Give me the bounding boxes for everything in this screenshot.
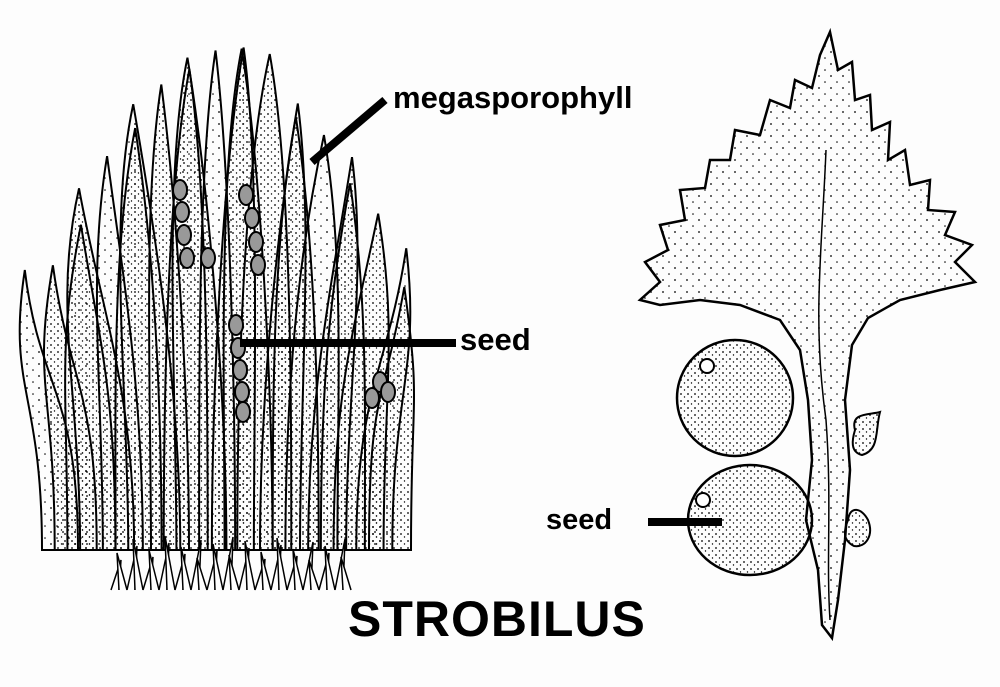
basal-scale bbox=[212, 543, 224, 591]
basal-scale bbox=[132, 538, 144, 591]
cone-seed bbox=[228, 314, 244, 336]
cone-seed bbox=[250, 254, 266, 276]
cone-seed bbox=[174, 201, 190, 223]
basal-scale bbox=[340, 556, 352, 591]
diagram-title: STROBILUS bbox=[348, 591, 646, 647]
basal-scale bbox=[244, 540, 256, 591]
leader-lines bbox=[240, 96, 722, 526]
basal-scale bbox=[276, 537, 288, 591]
basal-scale bbox=[260, 551, 272, 591]
cone-seed bbox=[238, 184, 254, 206]
seed-upper bbox=[675, 338, 795, 458]
cone-seed bbox=[234, 381, 250, 403]
seed-label-left: seed bbox=[460, 322, 531, 357]
basal-scale bbox=[196, 557, 208, 591]
cone-seed bbox=[364, 387, 380, 409]
cone-seed bbox=[176, 224, 192, 246]
basal-scale bbox=[180, 546, 192, 591]
cone-seed bbox=[200, 247, 216, 269]
megasporophyll-leader bbox=[309, 96, 388, 166]
megasporophyll-label: megasporophyll bbox=[393, 80, 633, 115]
ovule-bud bbox=[851, 410, 882, 457]
seed-label-right: seed bbox=[546, 504, 613, 536]
sporophyll-leaf bbox=[367, 286, 416, 551]
cone-seed bbox=[248, 231, 264, 253]
basal-scale bbox=[292, 548, 304, 591]
cone-seed bbox=[172, 179, 188, 201]
cone-seed bbox=[235, 401, 251, 423]
basal-scale bbox=[308, 559, 320, 591]
cone-seed bbox=[179, 247, 195, 269]
basal-scale bbox=[228, 554, 240, 591]
sporophyll-blade bbox=[637, 27, 978, 642]
basal-scale bbox=[324, 545, 336, 591]
ovule-bud bbox=[843, 508, 872, 548]
cone-seed bbox=[232, 359, 248, 381]
cone-seed bbox=[244, 207, 260, 229]
basal-scale bbox=[164, 535, 176, 591]
basal-scale bbox=[116, 552, 128, 591]
midrib bbox=[818, 149, 831, 621]
cone-seed bbox=[380, 381, 396, 403]
megasporophyll-detail bbox=[637, 27, 978, 642]
basal-scale bbox=[148, 549, 160, 591]
